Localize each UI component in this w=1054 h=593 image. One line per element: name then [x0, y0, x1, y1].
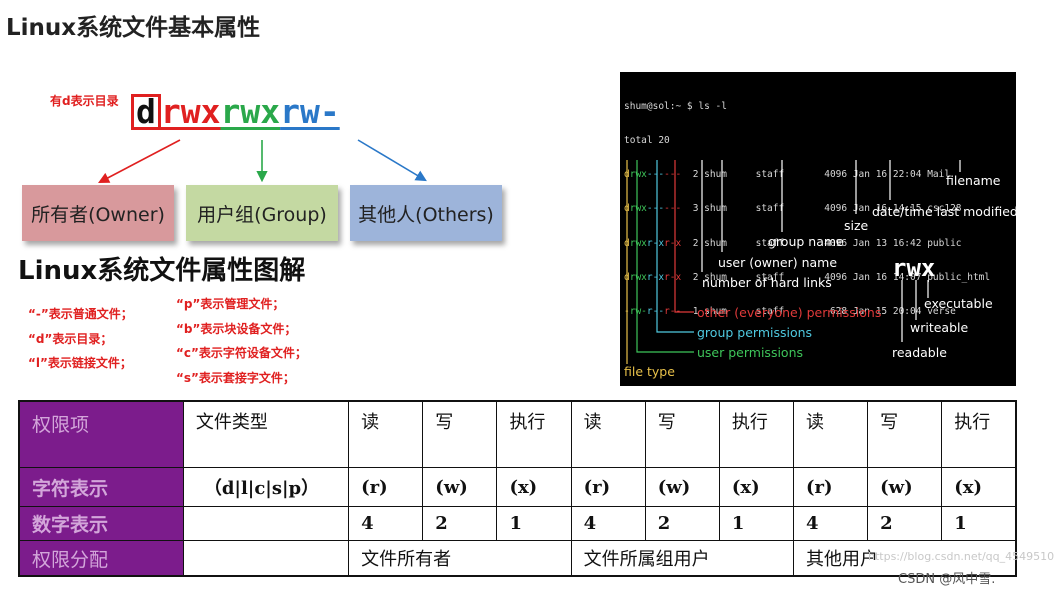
table-cell: (r)	[792, 467, 869, 507]
table-cell: (w)	[644, 467, 720, 507]
table-cell: 4	[792, 506, 869, 541]
table-cell: (w)	[867, 467, 943, 507]
label-filename: filename	[946, 173, 1001, 188]
table-row: 权限分配 文件所有者 文件所属组用户 其他用户	[18, 540, 1017, 577]
table-cell: 读	[570, 400, 646, 468]
legend-regular-file: “-”表示普通文件；	[28, 307, 133, 321]
table-cell: 执行	[496, 400, 572, 468]
label-datetime: date/time last modified	[872, 204, 1018, 219]
label-size: size	[844, 218, 869, 233]
terminal-pointer-lines	[626, 160, 961, 364]
terminal-row: drwxr-xr-x 2 shum staff 4096 Jan 16 14:0…	[624, 271, 991, 283]
label-executable: executable	[924, 296, 993, 311]
perm-arrows	[98, 139, 427, 184]
table-cell: 2	[867, 506, 943, 541]
terminal-row: drwx------ 2 shum staff 4096 Jan 16 22:0…	[624, 169, 951, 181]
legend-char-device: “c”表示字符设备文件；	[176, 346, 307, 360]
table-cell: 读	[792, 400, 869, 468]
label-group-perm: group permissions	[697, 325, 813, 340]
table-row: 字符表示 （d|l|c|s|p） (r) (w) (x) (r) (w) (x)…	[18, 467, 1017, 507]
table-cell: (x)	[941, 467, 1017, 507]
watermark-url: https://blog.csdn.net/qq_4549510	[868, 550, 1054, 563]
terminal-row: -rw-r--r-- 1 shum staff 628 Jan 15 20:04…	[624, 306, 956, 318]
legend-link-file: “l”表示链接文件；	[28, 356, 132, 370]
table-cell: (r)	[348, 467, 424, 507]
terminal-prompt: shum@sol:~ $ ls -l	[624, 100, 727, 112]
terminal-text: shum@sol:~ $ ls -l total 20 drwx------ 2…	[624, 78, 990, 340]
table-cell: 执行	[718, 400, 795, 468]
table-cell-others: 其他用户	[793, 540, 1017, 577]
table-row: 权限项 文件类型 读 写 执行 读 写 执行 读 写 执行	[18, 400, 1017, 468]
table-cell: 写	[422, 400, 498, 468]
row-header: 数字表示	[18, 506, 184, 541]
legend-socket: “s”表示套接字文件；	[176, 371, 295, 385]
directory-note: 有d表示目录	[50, 94, 119, 108]
table-cell: 1	[718, 506, 795, 541]
perm-others-chars: rw-	[280, 92, 340, 131]
table-cell: 4	[348, 506, 424, 541]
label-user-perm: user permissions	[697, 345, 804, 360]
label-others-perm: other (everyone) permissions	[697, 305, 882, 320]
terminal-row: drwxr-xr-x 2 shum staff 4096 Jan 13 16:4…	[624, 237, 962, 249]
row-header: 权限分配	[18, 540, 184, 577]
table-cell: 读	[348, 400, 424, 468]
table-cell: （d|l|c|s|p）	[182, 467, 350, 507]
terminal-total: total 20	[624, 135, 670, 147]
arrow-owner	[98, 139, 181, 184]
table-cell: (x)	[496, 467, 572, 507]
page-title: Linux系统文件基本属性	[6, 15, 261, 41]
row-header: 权限项	[18, 400, 184, 468]
table-cell: 2	[644, 506, 720, 541]
group-box: 用户组(Group)	[186, 185, 338, 241]
table-cell-group: 文件所属组用户	[570, 540, 795, 577]
legend-block-device: “b”表示块设备文件；	[176, 322, 297, 336]
label-owner-name: user (owner) name	[718, 255, 838, 270]
terminal-row: drwx------ 3 shum staff 4096 Jan 16 14:1…	[624, 203, 962, 215]
permission-table: 权限项 文件类型 读 写 执行 读 写 执行 读 写 执行 字符表示 （d|l|…	[18, 400, 1017, 577]
table-cell: 2	[422, 506, 498, 541]
label-writeable: writeable	[910, 320, 969, 335]
terminal-listing: shum@sol:~ $ ls -l total 20 drwx------ 2…	[620, 72, 1018, 386]
owner-box: 所有者(Owner)	[22, 185, 174, 241]
label-hard-links: number of hard links	[702, 275, 832, 290]
table-cell: 1	[941, 506, 1017, 541]
csdn-credit: CSDN @风中雪.	[898, 572, 996, 587]
row-header: 字符表示	[18, 467, 184, 507]
label-group-name: group name	[768, 234, 844, 249]
table-cell	[182, 506, 350, 541]
table-cell	[182, 540, 350, 577]
table-cell: 1	[496, 506, 572, 541]
legend-pipe-file: “p”表示管理文件；	[176, 297, 285, 311]
arrow-others	[357, 139, 427, 182]
table-cell-owner: 文件所有者	[348, 540, 572, 577]
table-cell: (r)	[570, 467, 646, 507]
table-cell: 4	[570, 506, 646, 541]
rwx-big-label: rwx	[892, 254, 936, 282]
table-cell: 写	[644, 400, 720, 468]
others-box: 其他人(Others)	[350, 185, 502, 241]
perm-group-chars: rwx	[220, 92, 281, 131]
legend-directory: “d”表示目录；	[28, 332, 113, 346]
table-cell: (w)	[422, 467, 498, 507]
table-cell: 执行	[941, 400, 1017, 468]
perm-type-char: d	[131, 94, 161, 130]
table-cell: 写	[867, 400, 943, 468]
perm-owner-chars: rwx	[160, 92, 221, 131]
table-cell: 文件类型	[182, 400, 350, 468]
label-readable: readable	[892, 345, 947, 360]
table-row: 数字表示 4 2 1 4 2 1 4 2 1	[18, 506, 1017, 541]
table-cell: (x)	[718, 467, 795, 507]
label-file-type: file type	[624, 364, 675, 379]
diagram-title: Linux系统文件属性图解	[18, 256, 306, 286]
